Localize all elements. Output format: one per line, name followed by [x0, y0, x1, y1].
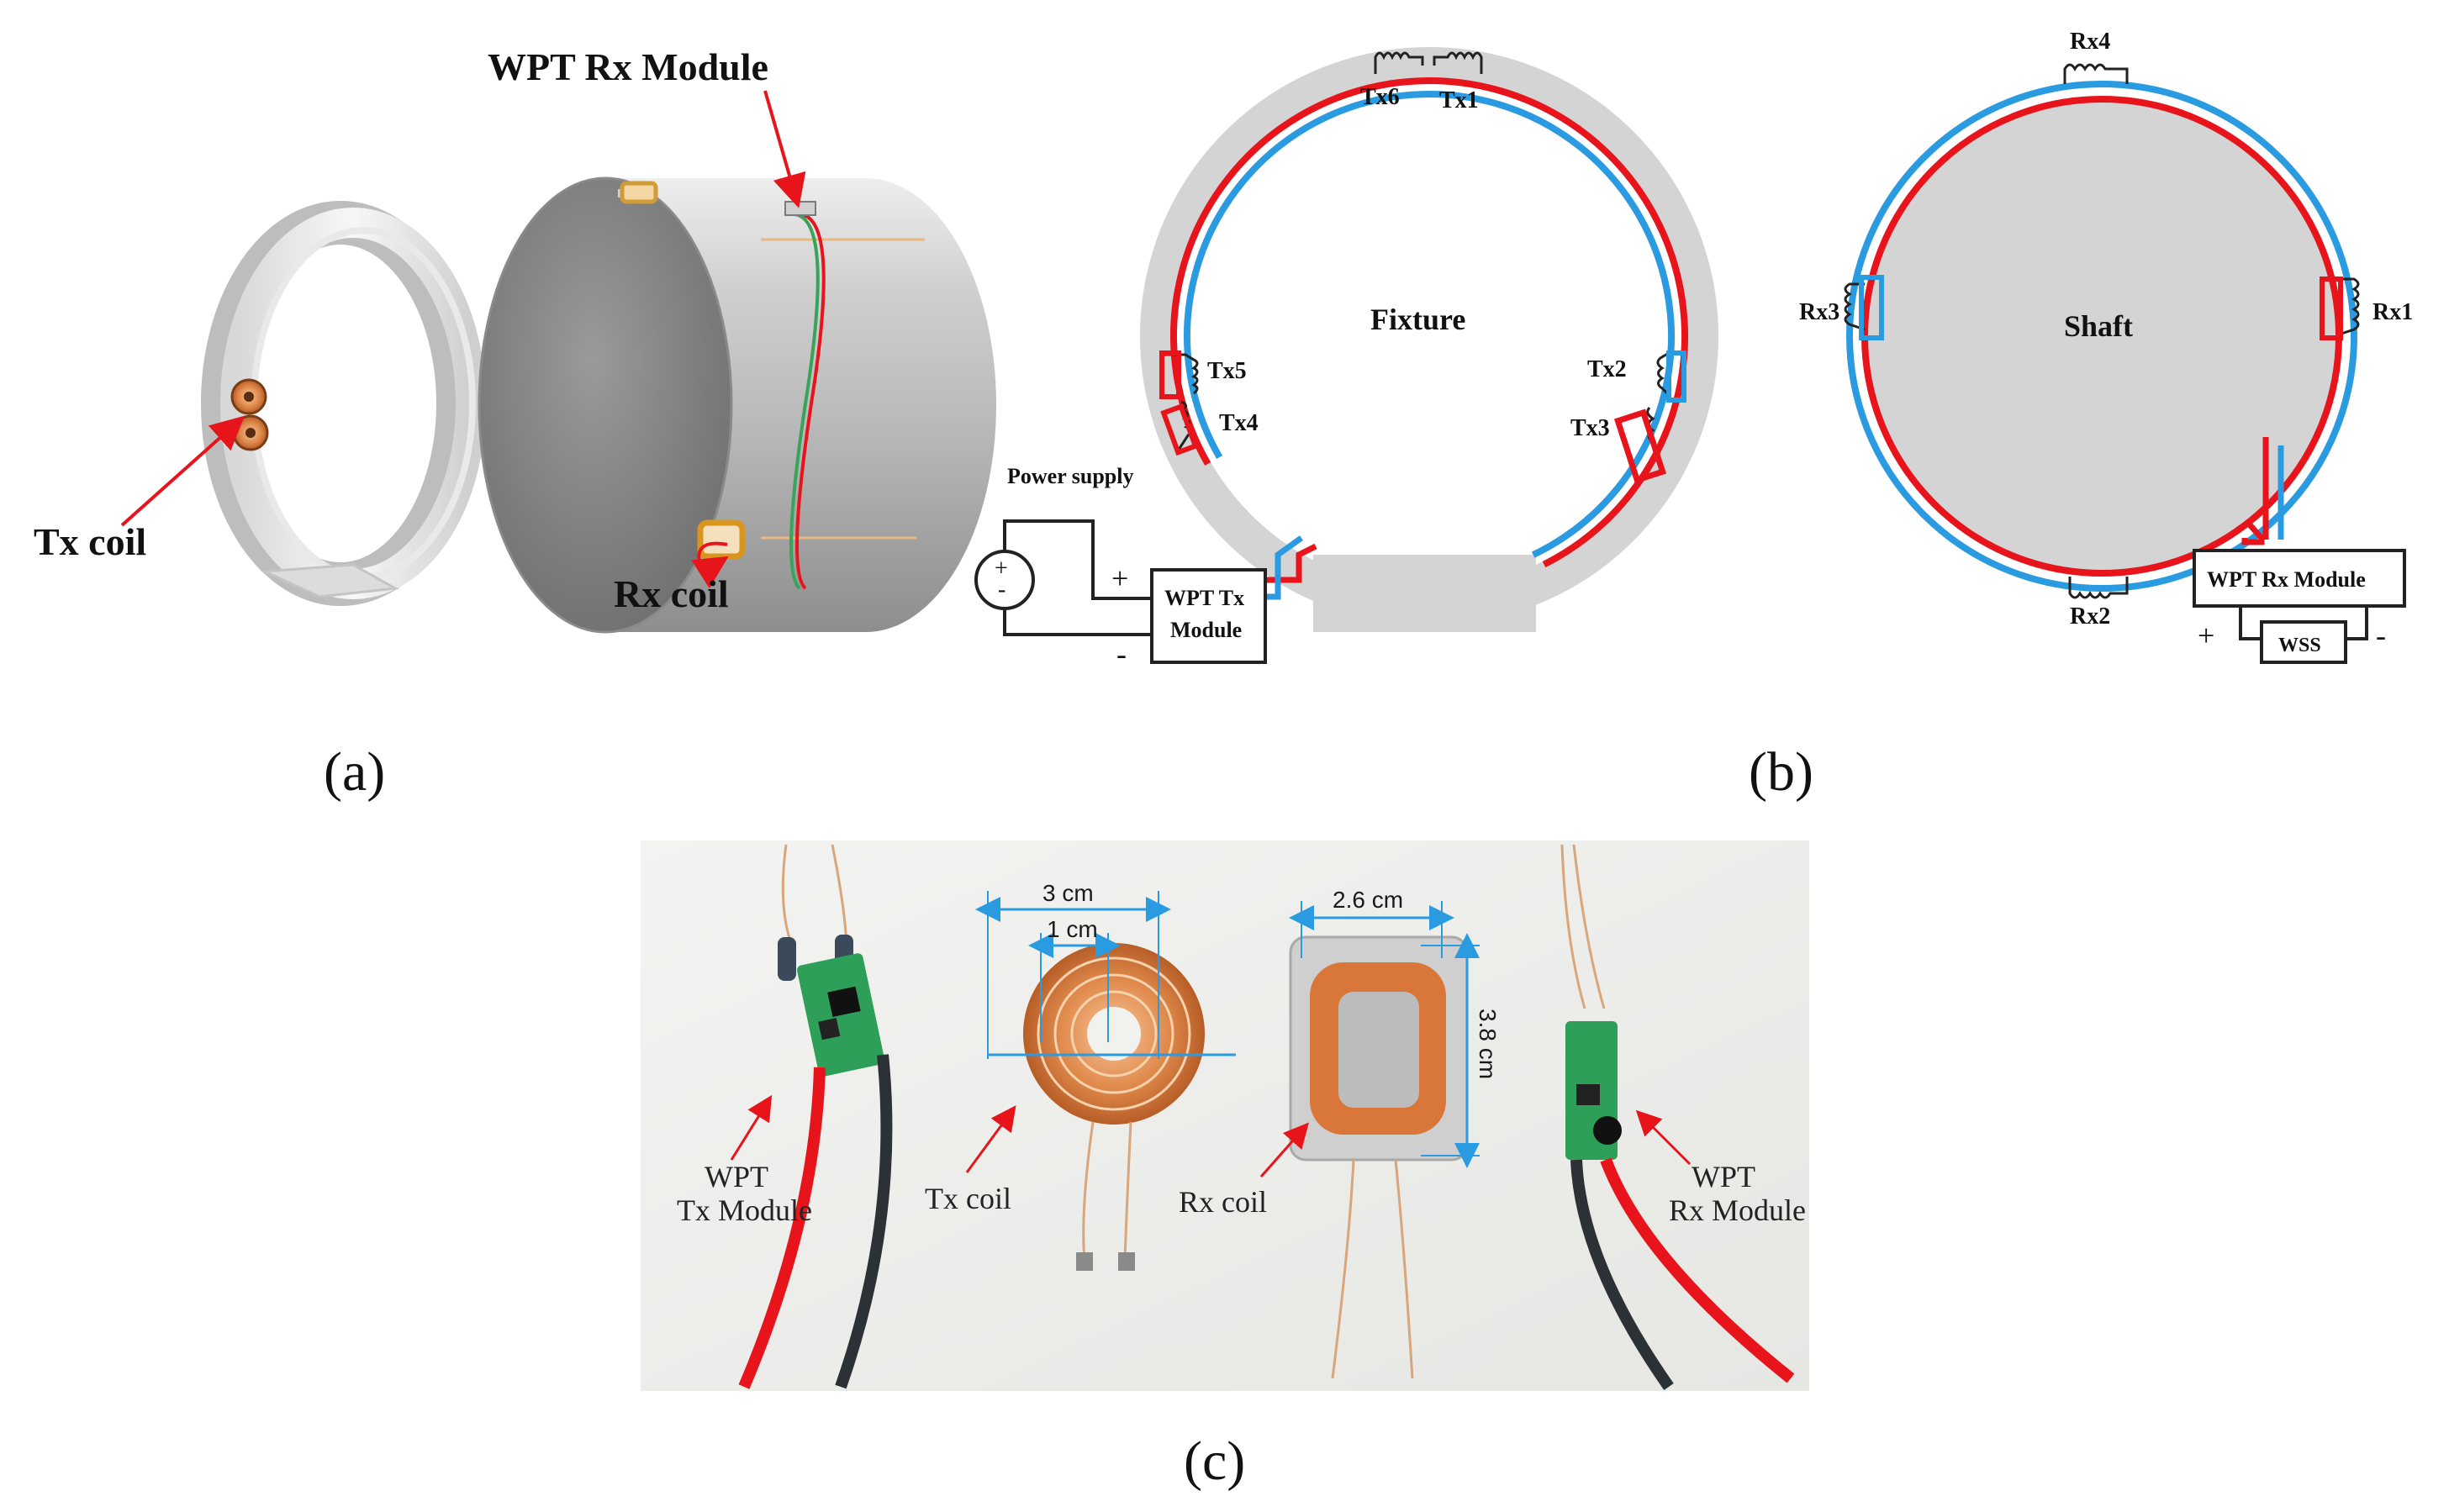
rx-module-label: WPT Rx Module	[2207, 567, 2366, 592]
tx-outer-dim-label: 3 cm	[1042, 880, 1094, 906]
photo-rx-coil-label: Rx coil	[1179, 1185, 1267, 1219]
rx-coil-4	[2063, 63, 2129, 84]
fixture-label: Fixture	[1370, 303, 1465, 336]
svg-text:-: -	[998, 577, 1005, 603]
rx1-label: Rx1	[2372, 299, 2413, 325]
rx-coil-photo	[1289, 935, 1469, 1379]
wpt-rx-module-box	[2193, 549, 2406, 608]
rx-coil-arrow-line	[697, 541, 728, 572]
rx-minus: -	[2376, 619, 2386, 652]
tx2-label: Tx2	[1587, 356, 1627, 382]
rx-coil-top	[620, 181, 658, 204]
tx-coil-2	[1656, 350, 1686, 403]
photo-rx-module-label-2: Rx Module	[1669, 1193, 1806, 1227]
rx-coil-photo-pointer	[1259, 1122, 1309, 1177]
shaft-cylinder	[478, 176, 996, 634]
power-supply-circuit: + -	[974, 519, 1267, 664]
rx-plus: +	[2198, 619, 2214, 652]
panel-c-photo: WPT Tx Module 3 cm 1 cm Tx coil	[641, 840, 1809, 1391]
photo-rx-module-label-1: WPT	[1692, 1160, 1755, 1193]
tx-coil-3	[1613, 407, 1667, 484]
rx4-label: Rx4	[2070, 29, 2110, 55]
rx-coil-2	[2068, 577, 2129, 599]
tx-plus: +	[1111, 561, 1128, 595]
tx-module-label-2: Module	[1170, 618, 1242, 642]
tx3-label: Tx3	[1570, 415, 1610, 441]
tx6-label: Tx6	[1360, 84, 1400, 110]
tx-module-label-1: WPT Tx	[1164, 586, 1244, 610]
wss-label: WSS	[2278, 635, 2321, 656]
wpt-rx-module-photo	[1560, 844, 1795, 1391]
photo-tx-module-label-2: Tx Module	[677, 1193, 812, 1227]
caption-a: (a)	[324, 741, 385, 803]
tx-minus: -	[1116, 637, 1127, 671]
rx-module-arrow	[1635, 1109, 1692, 1166]
tx1-label: Tx1	[1439, 87, 1479, 113]
panel-b-shaft: Rx4 Rx1 Rx3 Rx2 Shaft WPT Rx Module WSS …	[1799, 29, 2413, 664]
rx-width-dim-label: 2.6 cm	[1333, 887, 1403, 913]
power-supply-label: Power supply	[1007, 464, 1134, 488]
photo-tx-module-label-1: WPT	[705, 1160, 768, 1193]
wpt-tx-module-photo	[738, 844, 893, 1389]
wpt-rx-module-arrow	[763, 90, 806, 208]
tx-coil-5	[1159, 350, 1199, 399]
wss-box	[2260, 620, 2347, 664]
tx-coil-4	[1160, 400, 1199, 456]
tx-module-arrow	[730, 1094, 773, 1161]
rx-coil-side	[697, 519, 746, 560]
rx-height-dim-label: 3.8 cm	[1475, 1009, 1501, 1079]
tx-coil-photo-pointer	[965, 1105, 1016, 1173]
tx-ring	[201, 201, 486, 606]
rx-coil-arrow	[691, 556, 729, 589]
rx-coil-3	[1844, 275, 1884, 340]
shaft-disk	[1866, 101, 2337, 572]
tx-inner-dim-label: 1 cm	[1047, 916, 1098, 942]
label-tx-coil: Tx coil	[34, 520, 146, 563]
rx3-label: Rx3	[1799, 299, 1839, 325]
tx4-label: Tx4	[1219, 410, 1259, 436]
photo-tx-coil-label: Tx coil	[925, 1182, 1011, 1215]
tx-coil-1	[1433, 51, 1483, 74]
tx-coil-arrow	[120, 415, 245, 527]
caption-c: (c)	[1184, 1430, 1245, 1492]
rx2-label: Rx2	[2070, 603, 2110, 630]
svg-text:+: +	[995, 556, 1008, 582]
fixture-ring	[1140, 47, 1718, 625]
shaft-label: Shaft	[2064, 309, 2133, 343]
panel-a: Tx coil Rx coil WPT Rx Module (a)	[34, 45, 996, 803]
wpt-tx-module-box	[1150, 568, 1267, 664]
rx-coil-1	[2320, 277, 2360, 340]
tx5-label: Tx5	[1207, 358, 1247, 384]
tx-coil-6	[1374, 51, 1424, 74]
panel-b-fixture: Tx1 Tx6 Tx5 Tx4 Tx2 Tx3 Fixture + - Powe…	[974, 47, 1718, 671]
label-rx-coil: Rx coil	[614, 572, 729, 615]
label-wpt-rx-module: WPT Rx Module	[488, 45, 768, 88]
caption-b: (b)	[1749, 741, 1813, 803]
